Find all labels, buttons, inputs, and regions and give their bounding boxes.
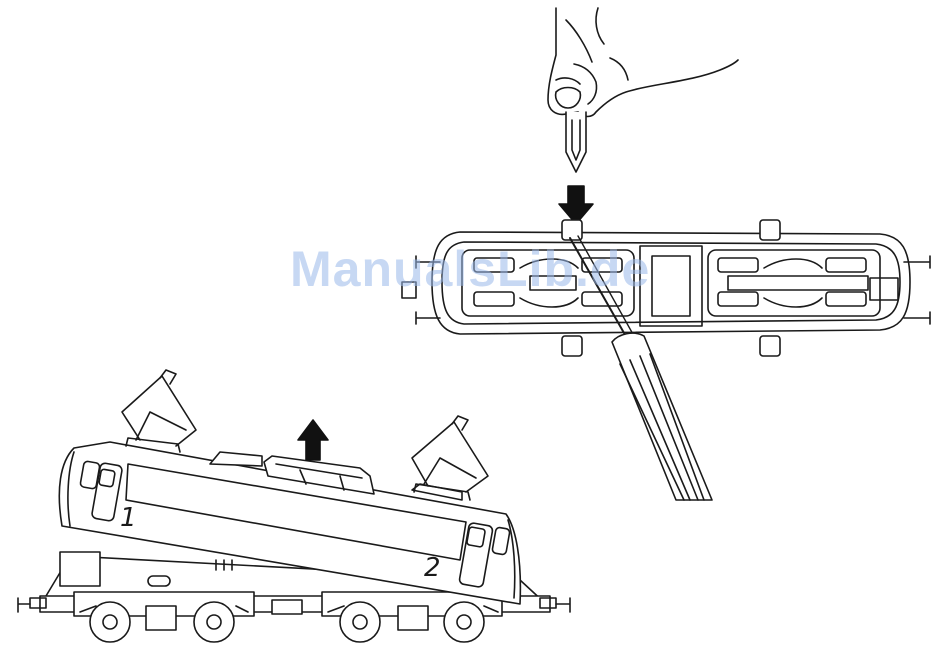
hand-holding-screwdriver-icon (548, 8, 738, 172)
arrow-down-icon (559, 186, 593, 224)
callout-1: 1 (120, 503, 137, 533)
arrow-up-icon (298, 420, 328, 460)
chassis-bottom-view (402, 220, 930, 356)
callout-2: 2 (424, 553, 441, 583)
